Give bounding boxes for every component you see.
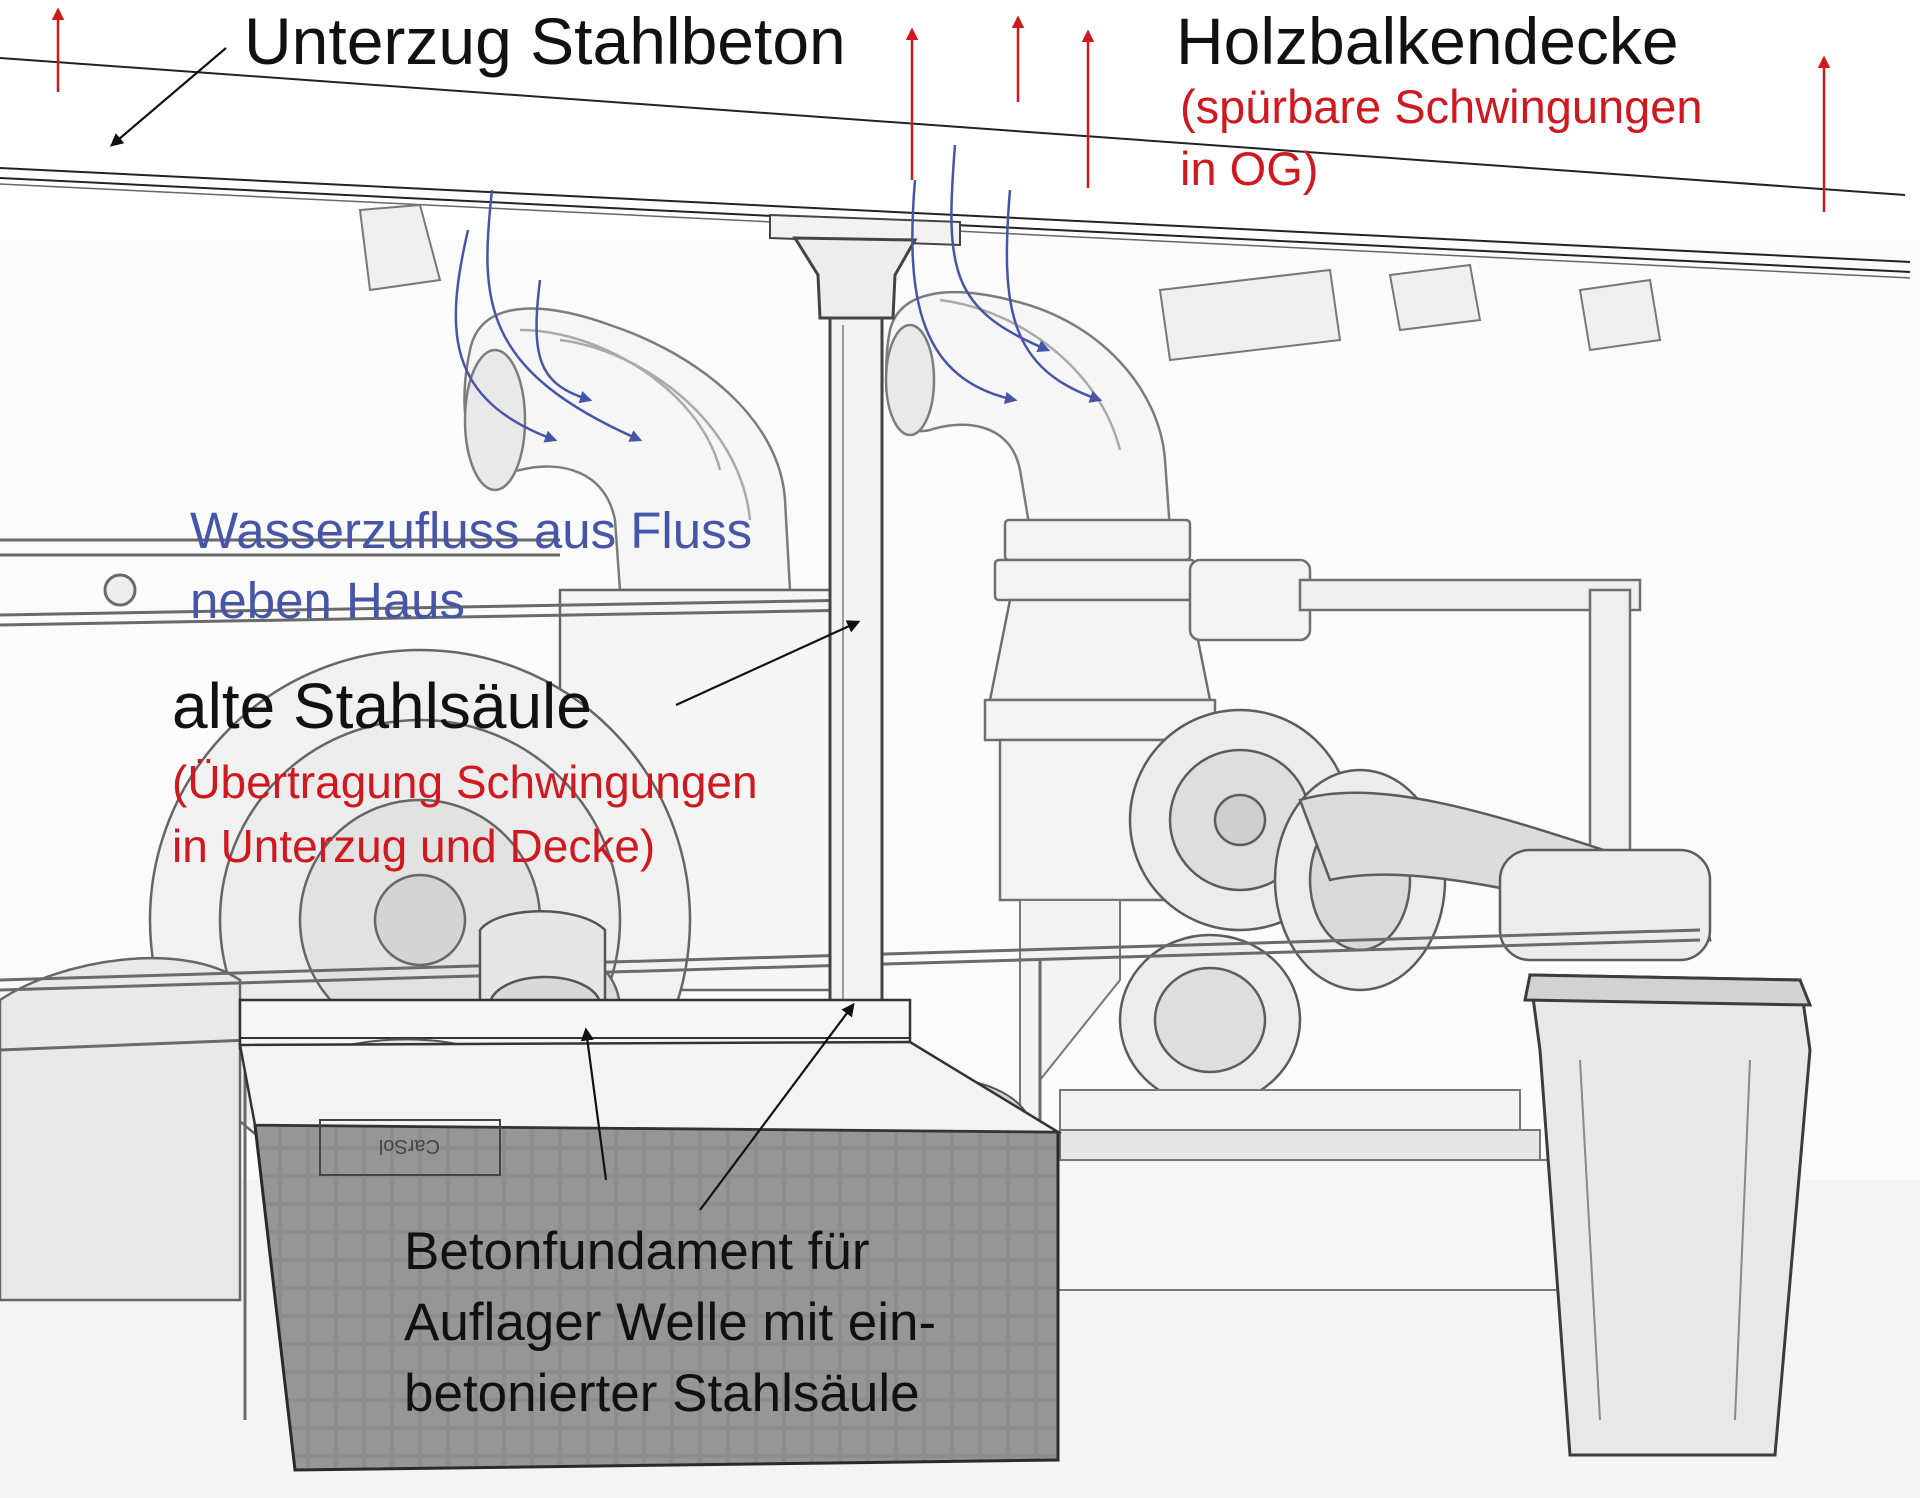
vibration-arrows [51, 7, 1831, 212]
crate-label: CarSol [379, 1135, 440, 1157]
black-pointer-arrow-icon [109, 47, 227, 147]
left-pipe-elbow [463, 307, 792, 592]
blue-flow-arrow-icon [911, 179, 1018, 405]
label-betonfundament: Betonfundament für Auflager Welle mit ei… [404, 1216, 936, 1429]
concrete-foundation [238, 1040, 1063, 1472]
label-stahlsaeule: alte Stahlsäule [172, 670, 592, 742]
saeule-note-line-1: (Übertragung Schwingungen [172, 756, 758, 808]
label-holz-note: (spürbare Schwingungen in OG) [1180, 76, 1703, 200]
pointer-arrows [109, 47, 861, 1211]
fundament-line-1: Betonfundament für [404, 1222, 870, 1281]
blue-flow-arrow-icon [1005, 189, 1103, 403]
crate: CarSol [319, 1119, 501, 1176]
water-flow-arrows [454, 144, 1103, 443]
label-holzbalkendecke: Holzbalkendecke [1176, 4, 1679, 78]
fundament-line-3: betonierter Stahlsäule [404, 1364, 920, 1423]
black-pointer-arrow-icon [580, 1027, 608, 1181]
blue-flow-arrow-icon [486, 189, 643, 442]
blue-flow-arrow-icon [950, 144, 1051, 353]
wasser-line-2: neben Haus [190, 572, 466, 629]
blue-flow-arrow-icon [535, 279, 593, 404]
right-pump-housing [983, 518, 1642, 912]
blue-flow-arrow-icon [454, 229, 558, 443]
holz-note-line-2: in OG) [1180, 142, 1319, 195]
holz-note-line-1: (spürbare Schwingungen [1180, 80, 1703, 133]
black-pointer-arrow-icon [675, 620, 861, 707]
black-pointer-arrow-icon [699, 1002, 855, 1211]
saeule-note-line-2: in Unterzug und Decke) [172, 820, 656, 872]
shaft-bearing [238, 910, 912, 1050]
wasser-line-1: Wasserzufluss aus Fluss [190, 502, 753, 559]
label-wasserzufluss: Wasserzufluss aus Fluss neben Haus [190, 496, 752, 636]
right-motor-base [1019, 899, 1562, 1291]
ceiling-brackets [358, 203, 1662, 362]
label-stahlsaeule-note: (Übertragung Schwingungen in Unterzug un… [172, 750, 758, 878]
waste-bin [1523, 973, 1813, 1457]
label-unterzug: Unterzug Stahlbeton [244, 4, 846, 78]
fundament-line-2: Auflager Welle mit ein- [404, 1293, 937, 1352]
